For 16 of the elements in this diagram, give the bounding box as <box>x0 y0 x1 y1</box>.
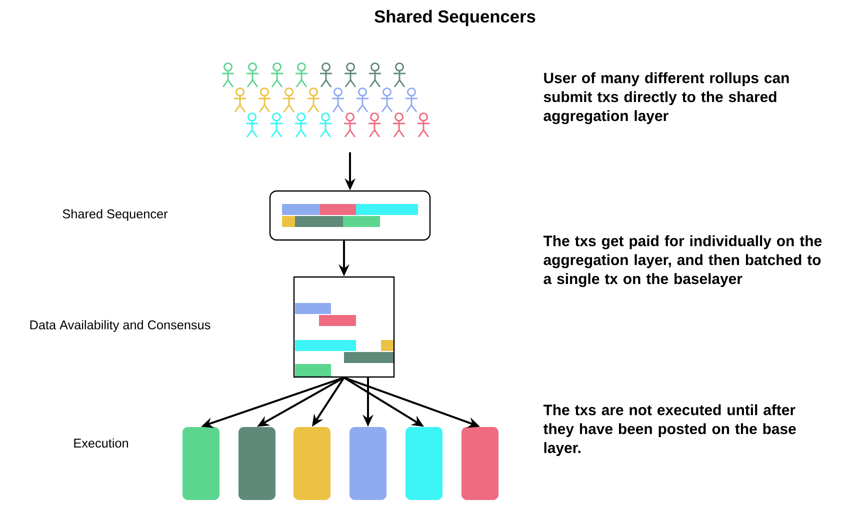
sequencer-box <box>269 190 431 241</box>
people-drawing <box>222 62 430 138</box>
execution-box <box>182 427 220 500</box>
note-text: The txs are not executed until after they have been posted on the base layer. <box>543 404 796 456</box>
execution-box <box>406 427 442 500</box>
title: Shared Sequencers <box>374 10 536 26</box>
execution-box <box>294 427 330 500</box>
execution-box <box>350 427 386 500</box>
block-box <box>293 276 395 378</box>
row-label: Shared Sequencer <box>62 209 168 221</box>
note-text: The txs get paid for individually on the aggregation layer, and then batched to a single tx on the baselayer <box>543 235 822 288</box>
row-label: Execution <box>74 438 128 448</box>
row-label: Data Availability and Consensus <box>30 320 210 332</box>
execution-box <box>462 427 498 500</box>
execution-box <box>238 427 276 500</box>
note-text: User of many different rollups can submit txs directly to the shared aggregation layer <box>544 72 789 124</box>
